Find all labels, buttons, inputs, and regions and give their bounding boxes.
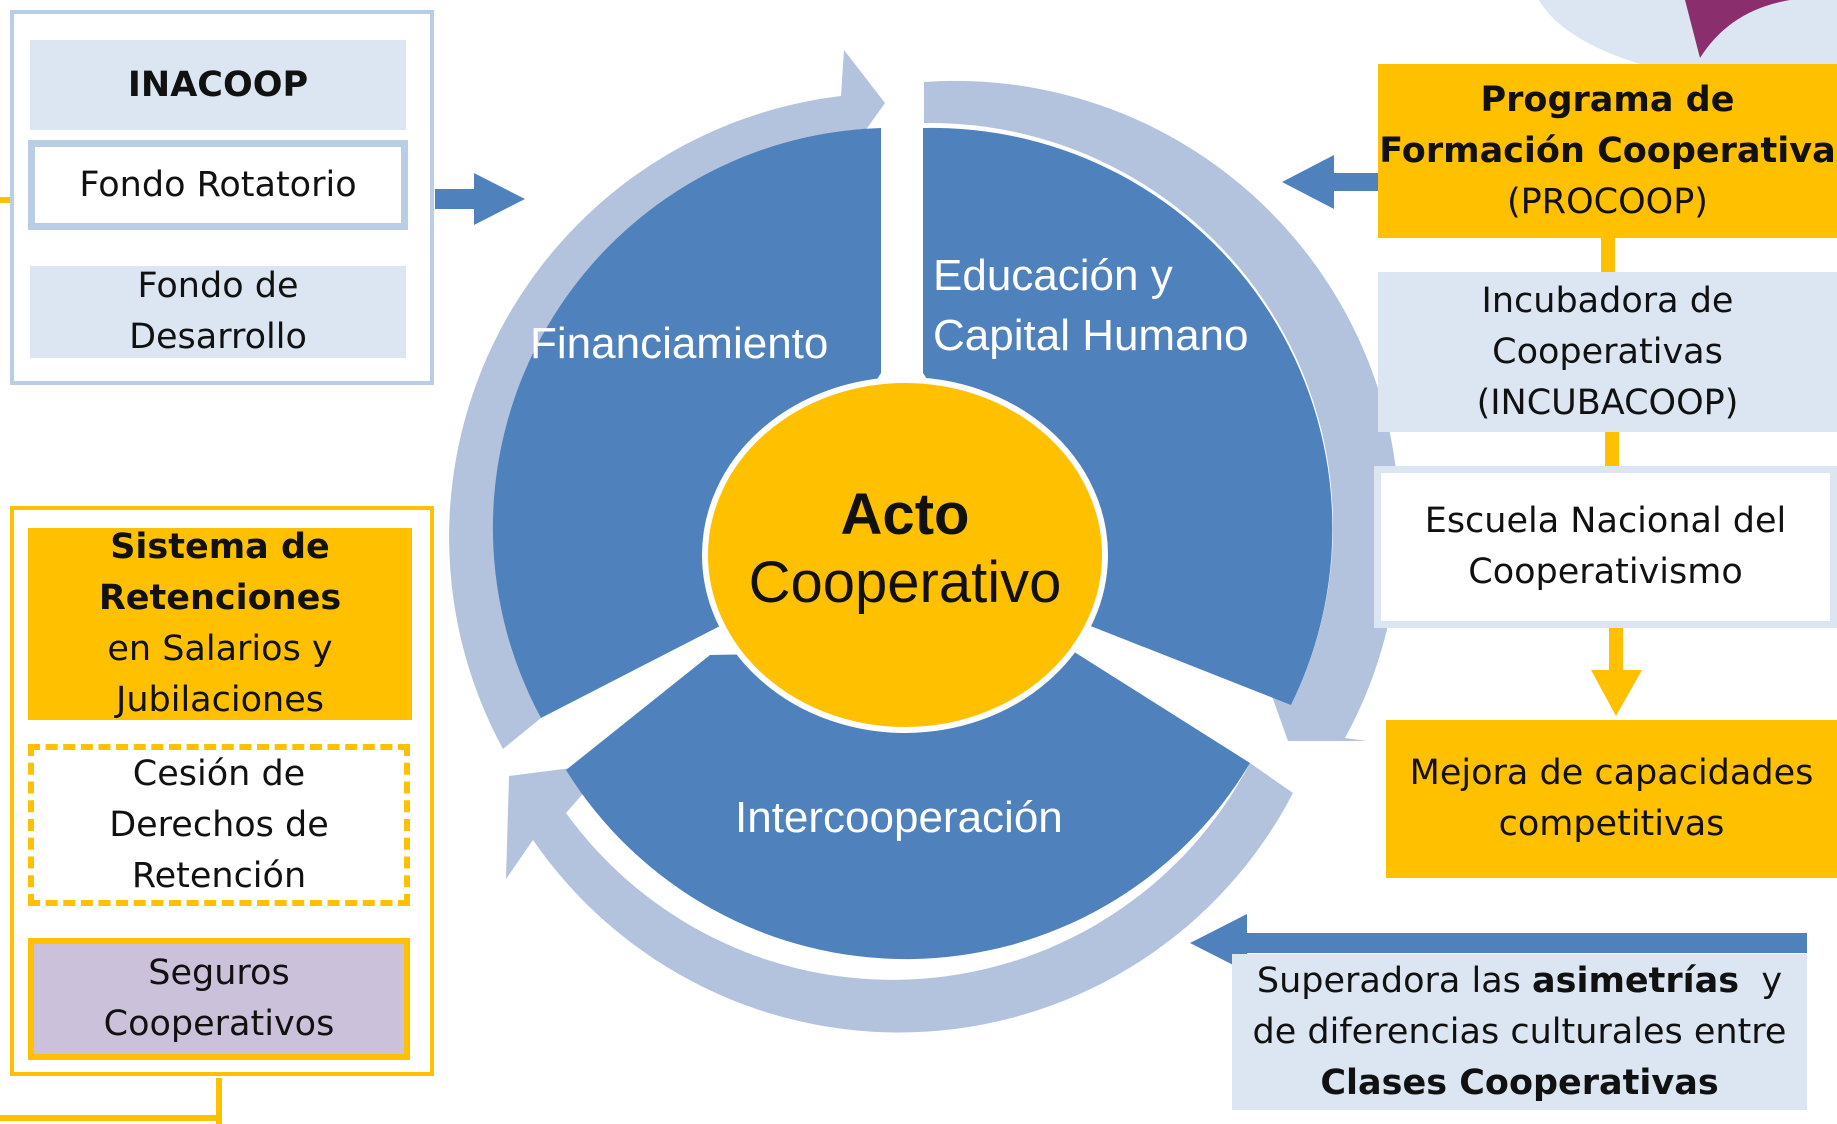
cesion-line3: Retención: [131, 855, 307, 896]
sistema-retenciones-box: Sistema de Retenciones en Salarios y Jub…: [28, 527, 412, 720]
procoop-box: Programa de Formación Cooperativa (PROCO…: [1378, 64, 1837, 238]
superadora-line1-prefix: Superadora las: [1256, 960, 1533, 1001]
label-educacion-line2: Capital Humano: [933, 311, 1249, 360]
center-circle: [702, 377, 1108, 733]
fondo-rotatorio-box: Fondo Rotatorio: [28, 140, 408, 230]
superadora-box: Superadora las asimetrías y de diferenci…: [1232, 954, 1807, 1110]
mejora-line2: competitivas: [1498, 804, 1725, 844]
sistema-line4: Jubilaciones: [116, 680, 324, 720]
cesion-line1: Cesión de: [132, 753, 306, 794]
curved-arrow-bottom: [506, 763, 1293, 1033]
arrow-to-intercooperacion: [1190, 914, 1807, 972]
procoop-line1: Programa de: [1480, 79, 1735, 120]
escuela-line2: Cooperativismo: [1468, 552, 1743, 592]
incubadora-line2: Cooperativas: [1492, 331, 1723, 372]
curved-arrow-right: [924, 80, 1400, 741]
fondo-desarrollo-box: Fondo de Desarrollo: [30, 266, 406, 358]
sistema-line1: Sistema de: [110, 527, 330, 567]
superadora-line3: Clases Cooperativas: [1320, 1062, 1719, 1103]
arrow-to-financiamiento: [435, 173, 525, 225]
center-label: Acto Cooperativo: [705, 460, 1105, 640]
superadora-line1: Superadora las asimetrías y: [1257, 956, 1782, 1007]
label-intercooperacion: Intercooperación: [735, 793, 1063, 842]
label-educacion-line1: Educación y: [933, 251, 1173, 300]
center-label-regular: Cooperativo: [748, 550, 1062, 615]
fondo-desarrollo-line2: Desarrollo: [129, 317, 307, 357]
seguros-cooperativos-box: Seguros Cooperativos: [28, 938, 410, 1060]
label-financiamiento: Financiamiento: [530, 319, 828, 368]
procoop-line2: Formación Cooperativa: [1379, 130, 1836, 171]
corner-decoration-swoosh: [1685, 0, 1790, 58]
procoop-line3: (PROCOOP): [1507, 181, 1708, 222]
seguros-line1: Seguros: [148, 953, 290, 993]
escuela-line1: Escuela Nacional del: [1424, 501, 1787, 541]
arrow-to-educacion: [1282, 155, 1380, 209]
curved-arrow-top-left: [449, 50, 885, 749]
inacoop-title: INACOOP: [127, 64, 309, 105]
fondo-desarrollo-line1: Fondo de: [137, 266, 299, 306]
mejora-line1: Mejora de capacidades: [1409, 753, 1814, 793]
segment-educacion: [923, 127, 1333, 705]
sistema-line2: Retenciones: [98, 578, 342, 618]
gold-connector-bottom-left: [0, 1078, 222, 1124]
inacoop-title-box: INACOOP: [30, 40, 406, 130]
center-label-bold: Acto: [840, 482, 970, 547]
seguros-line2: Cooperativos: [103, 1004, 335, 1044]
gold-connector-right-column: [1601, 238, 1623, 675]
cesion-line2: Derechos de: [109, 804, 329, 845]
segment-intercooperacion: [566, 648, 1250, 960]
superadora-line2: de diferencias culturales entre: [1252, 1011, 1787, 1052]
gold-arrow-down: [1591, 670, 1642, 716]
corner-decoration-ellipse: [1538, 0, 1837, 80]
cesion-derechos-box: Cesión de Derechos de Retención: [28, 744, 410, 906]
superadora-line1-bold: asimetrías: [1532, 960, 1740, 1001]
sistema-line3: en Salarios y: [107, 629, 333, 669]
escuela-nacional-box: Escuela Nacional del Cooperativismo: [1374, 466, 1837, 628]
segment-financiamiento: [492, 128, 881, 718]
incubacoop-box: Incubadora de Cooperativas (INCUBACOOP): [1378, 272, 1837, 432]
mejora-capacidades-box: Mejora de capacidades competitivas: [1386, 720, 1837, 878]
fondo-rotatorio-label: Fondo Rotatorio: [79, 164, 357, 205]
incubadora-line1: Incubadora de: [1481, 280, 1734, 321]
incubadora-line3: (INCUBACOOP): [1476, 382, 1739, 423]
superadora-line1-suffix: y: [1739, 960, 1783, 1001]
